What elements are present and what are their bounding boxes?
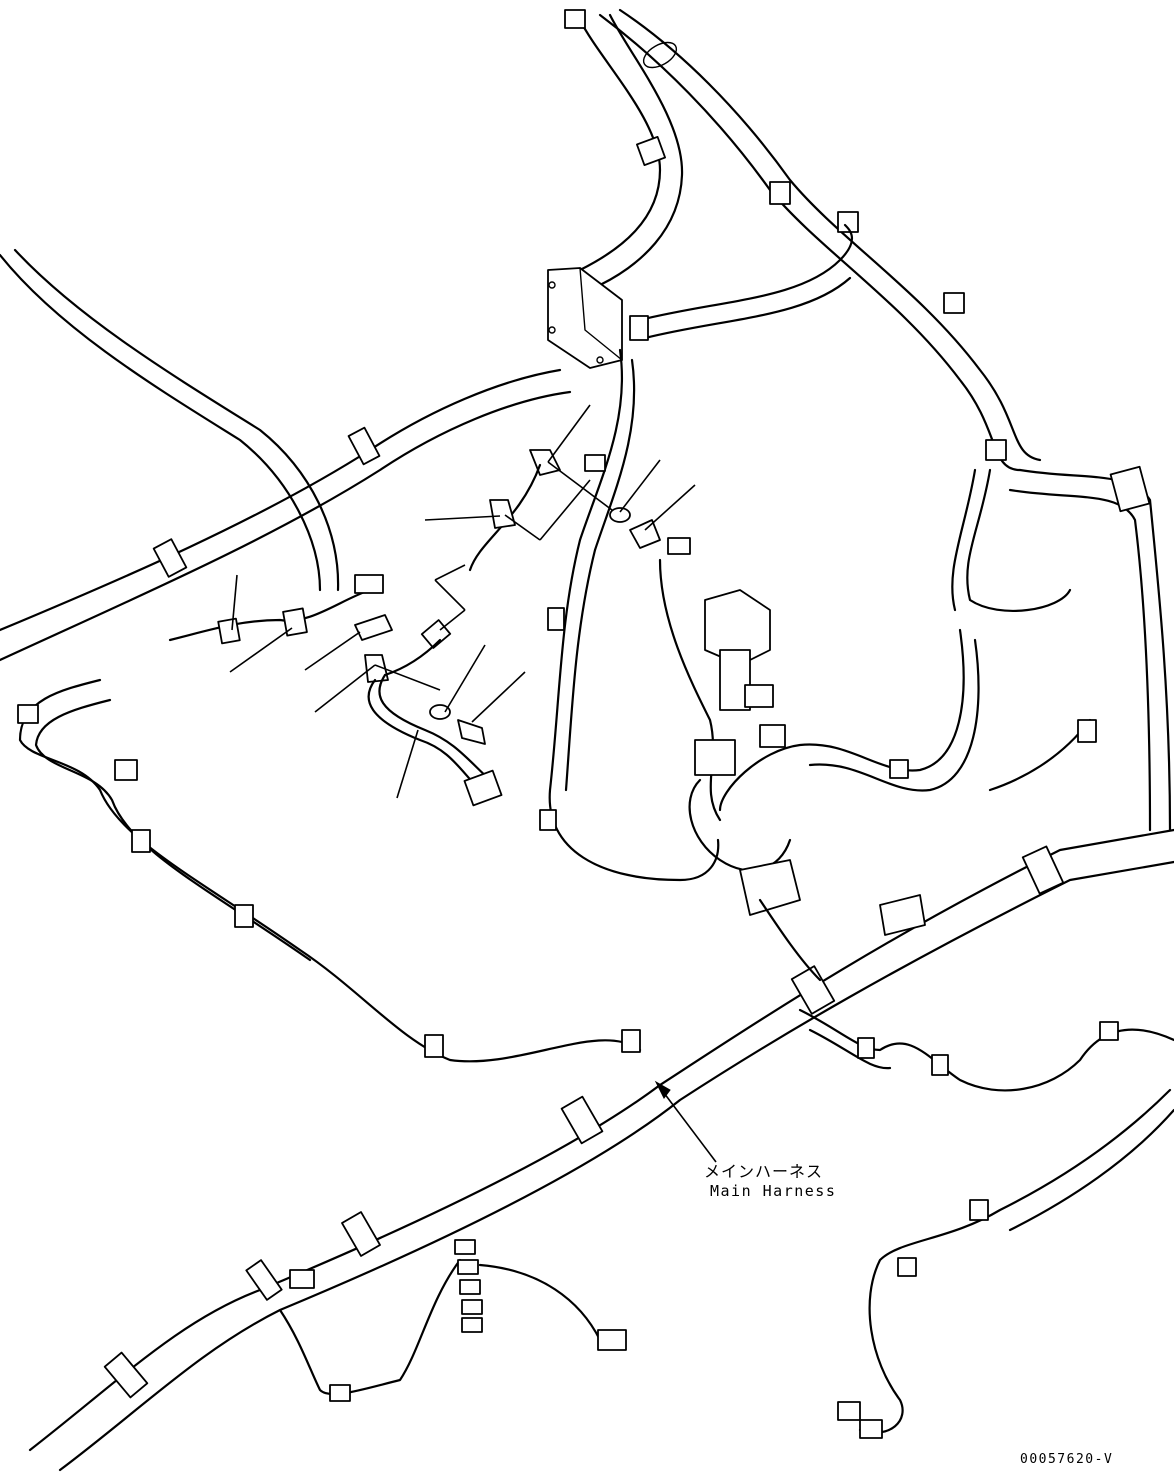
top-harness [564, 8, 1042, 472]
leader-lines [229, 404, 717, 1163]
connector-cluster [658, 558, 926, 982]
left-loop-harness [17, 678, 642, 1063]
lower-right-harness [798, 1008, 1174, 1439]
bottom-connector-group [278, 1239, 627, 1402]
junction-box [547, 267, 649, 369]
center-harness [539, 348, 720, 882]
ground-cable-assembly [168, 449, 691, 807]
figure-id: 00057620-V [1020, 1452, 1114, 1467]
main-harness [28, 828, 1174, 1472]
main-harness-label-jp: メインハーネス [704, 1162, 824, 1181]
main-harness-label-en: Main Harness [710, 1182, 837, 1200]
right-harness [718, 465, 1172, 832]
left-harness [0, 248, 572, 662]
